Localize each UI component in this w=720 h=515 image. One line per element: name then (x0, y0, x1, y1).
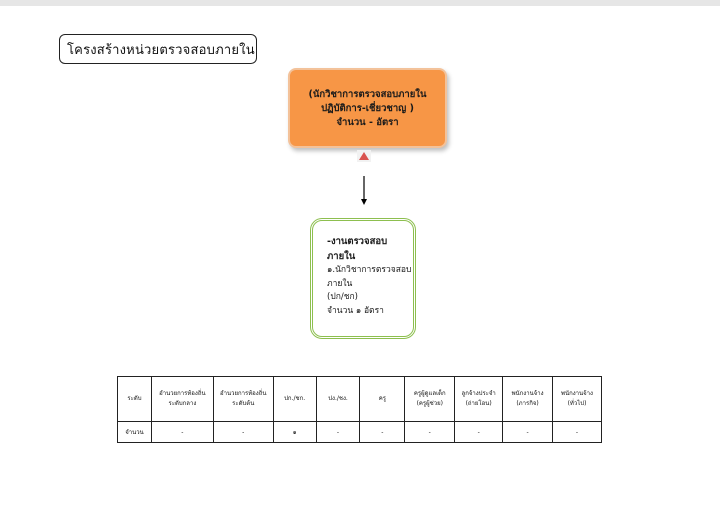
head-position-line-2: ปฏิบัติการ-เชี่ยวชาญ ) (321, 102, 414, 114)
table-header-cell: พนักงานจ้าง(ทั่วไป) (552, 376, 602, 422)
table-header-cell: ปก./ชก. (272, 376, 317, 422)
head-position-count: จำนวน - อัตรา (336, 116, 399, 128)
table-header-cell: พนักงานจ้าง(ภารกิจ) (502, 376, 553, 422)
audit-position-name-cont: ภายใน (327, 278, 353, 289)
table-cell: - (454, 421, 504, 443)
audit-unit-title: -งานตรวจสอบ (327, 236, 388, 247)
table-cell: - (150, 421, 214, 443)
table-cell: ๑ (272, 421, 317, 443)
audit-unit-box: -งานตรวจสอบ ภายใน ๑.นักวิชาการตรวจสอบ ภา… (310, 218, 416, 339)
table-header-cell: อำนวยการท้องถิ่นระดับกลาง (150, 376, 214, 422)
table-cell: - (502, 421, 553, 443)
audit-position-count: จำนวน ๑ อัตรา (327, 305, 384, 316)
head-position-line-1: (นักวิชาการตรวจสอบภายใน (308, 88, 427, 100)
table-header-cell: ครู (359, 376, 406, 422)
audit-position-level: (ปก/ชก) (327, 292, 358, 302)
top-bar (0, 0, 720, 6)
table-cell: - (552, 421, 602, 443)
table-header-cell: ปง./ชง. (315, 376, 361, 422)
table-header-cell: ครูผู้ดูแลเด็ก(ครูผู้ช่วย) (404, 376, 456, 422)
audit-unit-title-cont: ภายใน (327, 251, 356, 262)
staff-summary-table: ระดับ อำนวยการท้องถิ่นระดับกลาง อำนวยการ… (117, 376, 602, 443)
table-header-cell: ระดับ (117, 376, 152, 422)
arrow-down-icon (361, 176, 367, 205)
table-header-cell: ลูกจ้างประจำ(ถ่ายโอน) (454, 376, 504, 422)
table-cell: จำนวน (117, 421, 152, 443)
table-header-cell: อำนวยการท้องถิ่นระดับต้น (212, 376, 274, 422)
table-row: จำนวน - - ๑ - - - - - - (117, 421, 602, 443)
audit-position-name: ๑.นักวิชาการตรวจสอบ (327, 265, 412, 275)
table-cell: - (315, 421, 361, 443)
warning-triangle-icon (357, 150, 371, 162)
table-cell: - (404, 421, 456, 443)
page-title: โครงสร้างหน่วยตรวจสอบภายใน (59, 34, 257, 64)
head-position-box: (นักวิชาการตรวจสอบภายใน ปฏิบัติการ-เชี่ย… (288, 68, 447, 148)
table-header-row: ระดับ อำนวยการท้องถิ่นระดับกลาง อำนวยการ… (117, 376, 602, 422)
table-cell: - (359, 421, 406, 443)
table-cell: - (212, 421, 274, 443)
